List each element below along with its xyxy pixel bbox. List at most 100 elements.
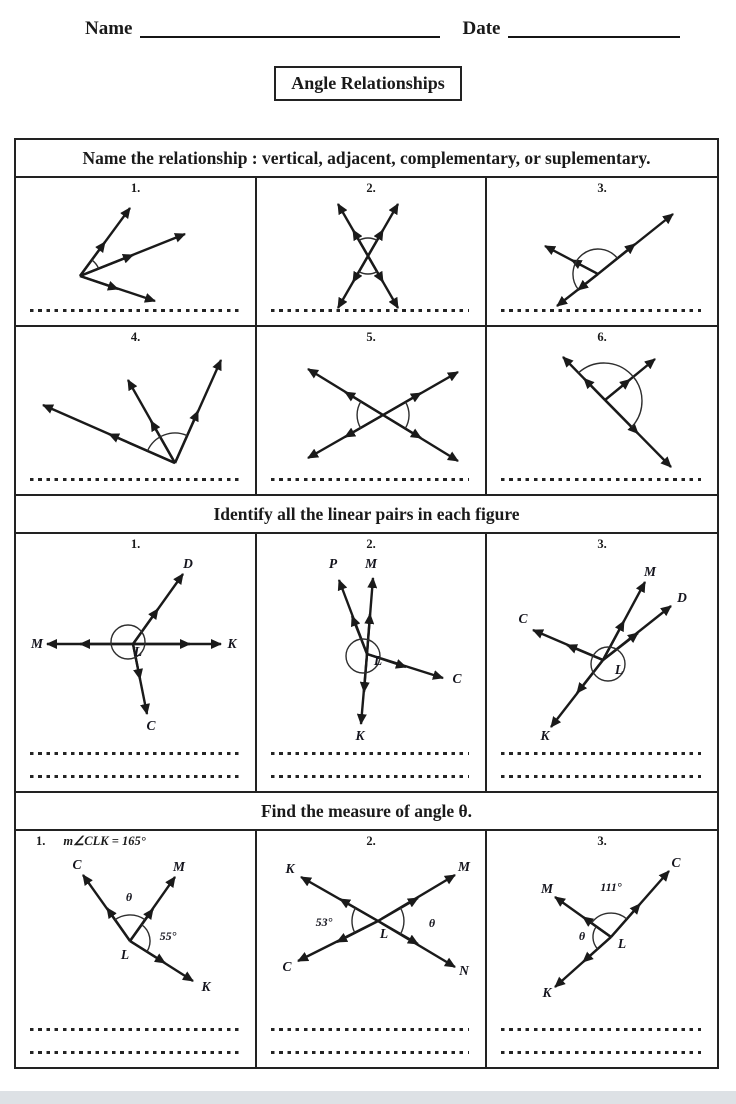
problem-number: 2.: [366, 834, 376, 848]
problem-number: 1.: [130, 537, 141, 551]
answer-line-2[interactable]: [501, 1050, 701, 1054]
answer-line-1[interactable]: [501, 1027, 701, 1031]
answer-line-1[interactable]: [271, 751, 469, 755]
figure-linear-pairs-3: M D C K L: [518, 564, 687, 742]
point-label-D: D: [182, 556, 193, 571]
point-label-C: C: [146, 718, 156, 733]
problem-3-2: 2. K M C N L 53°: [257, 831, 487, 1067]
point-label-C: C: [282, 959, 292, 974]
section1-row2: 4. 5.: [16, 325, 717, 494]
vertex-label-L: L: [132, 644, 141, 659]
problem-number: 3.: [597, 181, 607, 195]
answer-line-1[interactable]: [501, 751, 701, 755]
point-label-K: K: [541, 985, 552, 999]
name-label: Name: [85, 18, 133, 39]
point-label-C: C: [518, 611, 528, 626]
answer-line[interactable]: [501, 308, 701, 312]
problem-1-5: 5.: [257, 327, 487, 494]
point-label-K: K: [539, 728, 550, 742]
section2-header: Identify all the linear pairs in each fi…: [16, 494, 717, 534]
figure-linear-pairs-1: M K D C L: [29, 556, 237, 733]
point-label-M: M: [364, 556, 378, 571]
vertex-label-L: L: [119, 947, 128, 962]
date-blank-line[interactable]: [508, 18, 681, 38]
figure-vertical-angles-x: [336, 203, 400, 309]
answer-line[interactable]: [271, 477, 469, 481]
problem-2-3: 3. M D C K L: [487, 534, 717, 791]
problem-number: 1.: [130, 181, 141, 195]
section3-row: 1. m∠CLK = 165° C M K L θ 55: [16, 831, 717, 1067]
problem-1-3: 3.: [487, 178, 717, 325]
answer-line[interactable]: [501, 477, 701, 481]
worksheet-title-wrap: Angle Relationships: [0, 66, 736, 101]
answer-line-1[interactable]: [271, 1027, 469, 1031]
problem-1-6: 6.: [487, 327, 717, 494]
section1-header: Name the relationship : vertical, adjace…: [16, 140, 717, 178]
problem-2-2: 2. P M C K L: [257, 534, 487, 791]
section3-header: Find the measure of angle θ.: [16, 791, 717, 831]
answer-line[interactable]: [30, 308, 239, 312]
name-date-row: Name Date: [85, 18, 706, 40]
point-label-C: C: [72, 857, 82, 872]
problem-number: 2.: [366, 181, 376, 195]
problem-number: 2.: [366, 537, 376, 551]
figure-linear-pair: [544, 213, 674, 307]
vertex-label-L: L: [373, 653, 382, 668]
problem-number: 6.: [597, 330, 607, 344]
problem-1-1: 1.: [16, 178, 257, 325]
problem-1-4: 4.: [16, 327, 257, 494]
vertex-label-L: L: [617, 936, 626, 951]
problem-3-3: 3. M C K L 111° θ: [487, 831, 717, 1067]
problem-number: 5.: [366, 330, 376, 344]
name-blank-line[interactable]: [140, 18, 441, 38]
point-label-K: K: [284, 861, 295, 876]
point-label-K: K: [226, 636, 237, 651]
problem-number: 1.: [36, 834, 46, 848]
answer-line[interactable]: [30, 477, 239, 481]
theta-label: θ: [125, 890, 132, 904]
point-label-M: M: [457, 859, 471, 874]
figure-adjacent-rays: [78, 207, 186, 303]
problem-1-2: 2.: [257, 178, 487, 325]
problem-number: 3.: [597, 537, 607, 551]
problem-number: 3.: [597, 834, 607, 848]
known-angle-label: 111°: [600, 880, 622, 894]
point-label-M: M: [29, 636, 43, 651]
vertex-label-L: L: [614, 662, 623, 677]
point-label-K: K: [354, 728, 365, 742]
answer-line-1[interactable]: [30, 1027, 239, 1031]
answer-line-2[interactable]: [271, 1050, 469, 1054]
point-label-P: P: [329, 556, 338, 571]
point-label-M: M: [171, 859, 185, 874]
answer-line-2[interactable]: [30, 774, 239, 778]
known-angle-label: 55°: [159, 929, 176, 943]
figure-find-theta-2: K M C N L 53° θ: [282, 859, 471, 978]
figure-linear-pairs-2: P M C K L: [329, 556, 463, 742]
problem-3-1: 1. m∠CLK = 165° C M K L θ 55: [16, 831, 257, 1067]
figure-find-theta-3: M C K L 111° θ: [540, 855, 682, 999]
problem-2-1: 1. M K D C L: [16, 534, 257, 791]
given-statement: m∠CLK = 165°: [63, 834, 146, 848]
vertex-label-L: L: [379, 926, 388, 941]
problem-number: 4.: [130, 330, 141, 344]
answer-line-2[interactable]: [30, 1050, 239, 1054]
answer-line-1[interactable]: [30, 751, 239, 755]
figure-adjacent-angles: [41, 359, 222, 465]
known-angle-label: 53°: [316, 915, 333, 929]
section1-row1: 1. 2.: [16, 178, 717, 325]
figure-find-theta-1: C M K L θ 55°: [72, 857, 211, 994]
point-label-C: C: [452, 671, 462, 686]
figure-supplementary-angles: [562, 356, 672, 468]
answer-line[interactable]: [271, 308, 469, 312]
point-label-D: D: [676, 590, 687, 605]
date-label: Date: [462, 18, 501, 39]
point-label-M: M: [643, 564, 657, 579]
answer-line-2[interactable]: [271, 774, 469, 778]
worksheet-table: Name the relationship : vertical, adjace…: [14, 138, 719, 1069]
section2-row: 1. M K D C L: [16, 534, 717, 791]
worksheet-title: Angle Relationships: [274, 66, 462, 101]
point-label-N: N: [458, 963, 470, 978]
answer-line-2[interactable]: [501, 774, 701, 778]
point-label-C: C: [671, 855, 681, 870]
point-label-K: K: [200, 979, 211, 994]
